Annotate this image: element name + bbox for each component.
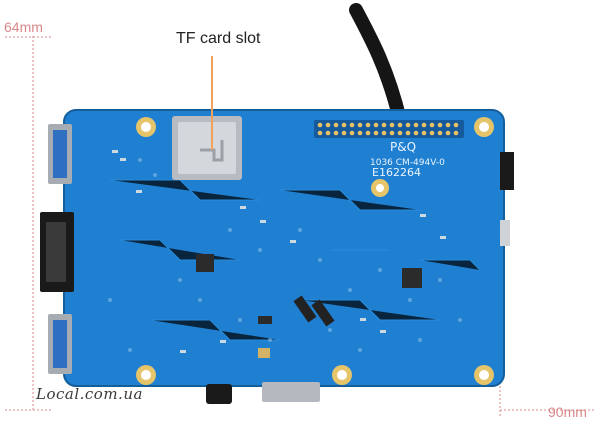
tf-card-slot <box>172 116 242 180</box>
tf-card-slot-label: TF card slot <box>176 30 261 47</box>
gpio-header <box>314 120 464 138</box>
right-connector <box>500 152 514 190</box>
silkscreen-code: 1036 CM-494V-0 <box>370 158 445 168</box>
height-dimension-label: 64mm <box>4 19 43 35</box>
chip-right <box>402 268 422 288</box>
usb-port-bottom <box>48 314 72 374</box>
chip-main <box>196 254 214 272</box>
power-cable <box>349 3 407 127</box>
width-dimension-label: 90mm <box>548 404 587 420</box>
hdmi-port <box>262 382 320 402</box>
silkscreen-serial: E162264 <box>372 166 421 179</box>
audio-jack <box>206 384 232 404</box>
silkscreen-brand: P&Q <box>390 140 416 154</box>
pcb-board <box>64 110 504 386</box>
ethernet-port <box>40 212 74 292</box>
usb-port-top <box>48 124 72 184</box>
mounting-holes <box>136 117 494 385</box>
watermark-text: Local.com.ua <box>36 385 143 403</box>
